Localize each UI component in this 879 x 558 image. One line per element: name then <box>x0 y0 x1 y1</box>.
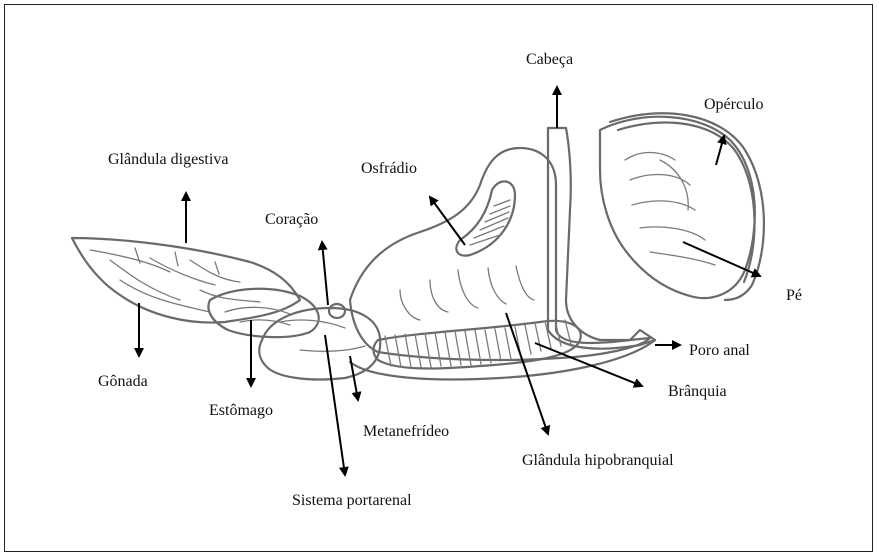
label-coracao: Coração <box>265 212 318 228</box>
label-pe: Pé <box>786 288 802 304</box>
label-operculo: Opérculo <box>704 97 764 113</box>
label-glandula-digestiva: Glândula digestiva <box>108 152 228 168</box>
stomach-region <box>208 289 318 337</box>
head <box>548 128 655 349</box>
operculum <box>610 113 764 300</box>
gill <box>374 320 581 368</box>
label-poro-anal: Poro anal <box>689 343 750 359</box>
foot <box>600 117 755 298</box>
arrow-sistema-portarenal <box>325 335 345 475</box>
arrow-coracao <box>322 242 328 305</box>
label-cabeca: Cabeça <box>526 52 573 68</box>
label-osfradio: Osfrádio <box>361 161 417 177</box>
label-glandula-hipobranquial: Glândula hipobranquial <box>522 453 674 469</box>
arrow-osfradio <box>430 197 465 245</box>
visceral-mass <box>72 238 300 323</box>
label-metanefrideo: Metanefrídeo <box>363 424 449 440</box>
mantle-body <box>350 148 650 360</box>
arrow-metanefrideo <box>350 356 358 400</box>
label-estomago: Estômago <box>209 403 273 419</box>
label-branquia: Brânquia <box>668 384 727 400</box>
label-gonada: Gônada <box>98 374 148 390</box>
arrow-operculo <box>716 136 724 165</box>
label-sistema-portarenal: Sistema portarenal <box>292 493 412 509</box>
